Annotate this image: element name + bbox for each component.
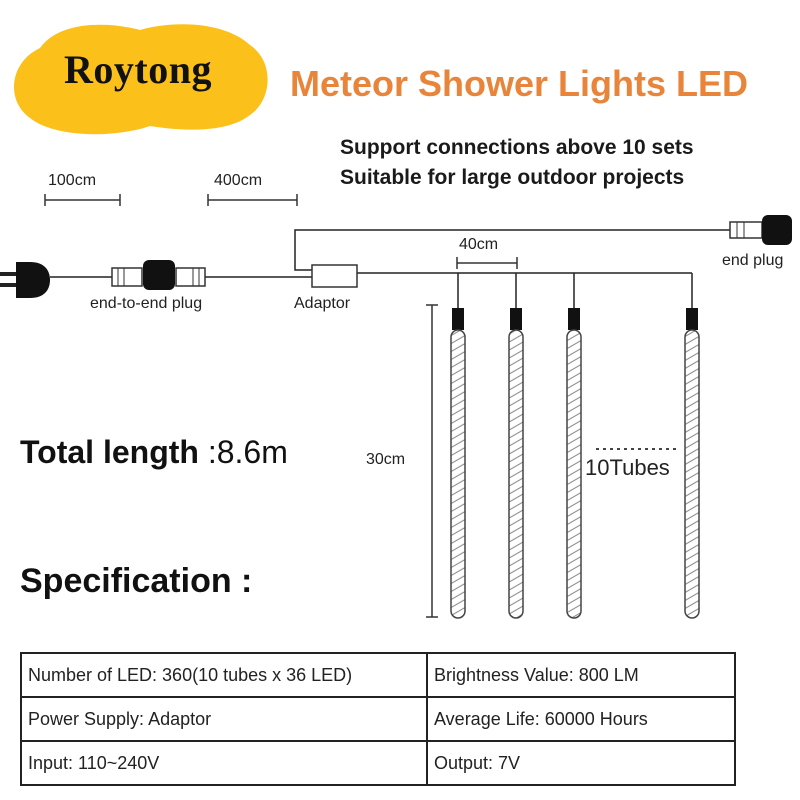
dimension-400cm-bar xyxy=(207,194,298,206)
end-to-end-plug-label: end-to-end plug xyxy=(90,295,203,312)
table-cell: Average Life: 60000 Hours xyxy=(426,696,736,742)
dimension-100cm-bar xyxy=(44,194,121,206)
tube-692 xyxy=(684,273,700,619)
dimension-100cm-label: 100cm xyxy=(48,172,97,189)
power-plug-icon xyxy=(0,262,50,298)
adaptor-box xyxy=(311,264,358,288)
total-length-value: :8.6m xyxy=(198,434,288,470)
tubes-count-label: 10Tubes xyxy=(585,455,670,480)
support-line-2: Suitable for large outdoor projects xyxy=(340,166,685,189)
table-cell: Power Supply: Adaptor xyxy=(20,696,428,742)
table-cell: Brightness Value: 800 LM xyxy=(426,652,736,698)
dimension-30cm-bar xyxy=(426,304,438,618)
table-cell: Number of LED: 360(10 tubes x 36 LED) xyxy=(20,652,428,698)
brand-badge xyxy=(13,24,268,135)
table-cell: Input: 110~240V xyxy=(20,740,428,786)
total-length-label: Total length xyxy=(20,434,199,470)
end-plug-label: end plug xyxy=(722,252,784,269)
tube-458 xyxy=(450,273,466,619)
dimension-40cm-label: 40cm xyxy=(459,236,499,253)
total-length: Total length :8.6m xyxy=(20,434,288,471)
table-row: Number of LED: 360(10 tubes x 36 LED) Br… xyxy=(20,652,736,698)
dimension-30cm-label: 30cm xyxy=(366,451,406,468)
table-cell: Output: 7V xyxy=(426,740,736,786)
main-cable xyxy=(50,229,738,278)
end-to-end-plug-connector xyxy=(111,260,206,290)
table-row: Input: 110~240V Output: 7V xyxy=(20,740,736,786)
tube-516 xyxy=(508,273,524,619)
page-title: Meteor Shower Lights LED xyxy=(290,63,749,104)
support-line-1: Support connections above 10 sets xyxy=(340,136,694,159)
specification-heading: Specification : xyxy=(20,562,253,600)
brand-name: Roytong xyxy=(64,47,212,92)
dimension-400cm-label: 400cm xyxy=(214,172,263,189)
adaptor-label: Adaptor xyxy=(294,295,351,312)
dimension-40cm-bar xyxy=(456,257,518,269)
end-plug-connector xyxy=(729,215,792,245)
table-row: Power Supply: Adaptor Average Life: 6000… xyxy=(20,696,736,742)
specification-table: Number of LED: 360(10 tubes x 36 LED) Br… xyxy=(20,652,736,786)
tube-574 xyxy=(566,273,582,619)
